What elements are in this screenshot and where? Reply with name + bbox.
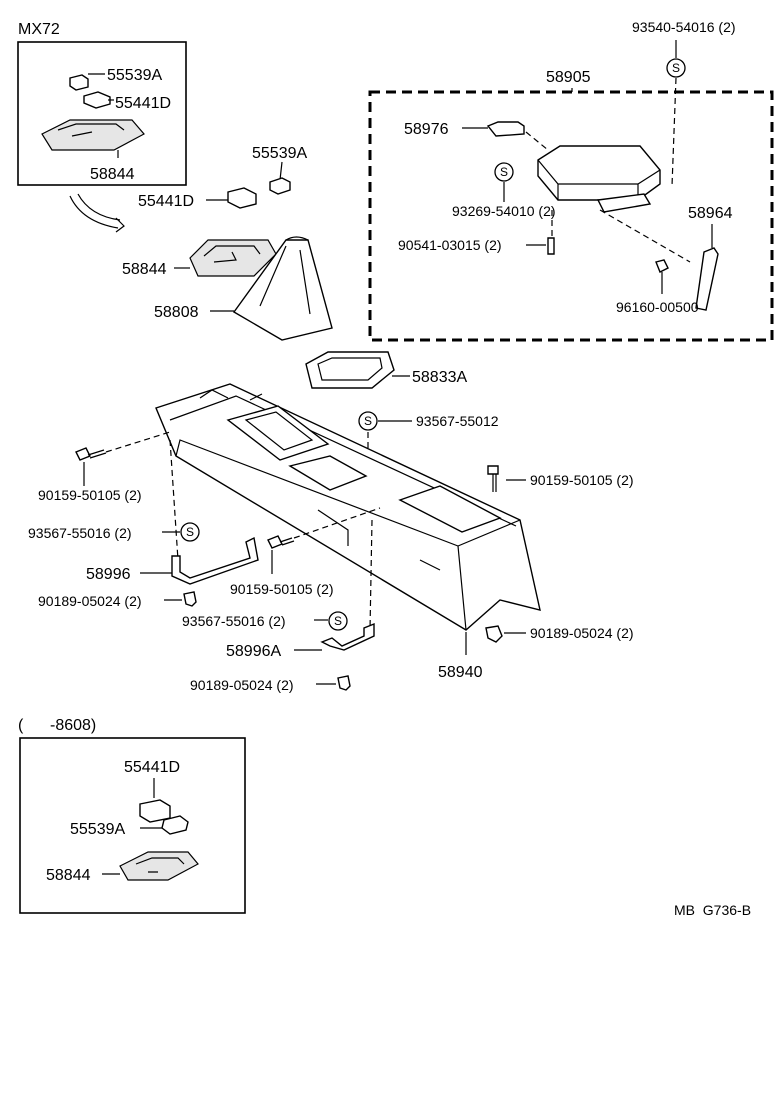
mx72-inset: MX72 55539A 55441D 58844 — [17, 21, 187, 186]
early-knob-part — [161, 815, 189, 835]
callout-58940: 58940 — [438, 664, 483, 681]
clip-90189-mid: 90189-05024 (2) — [190, 675, 351, 693]
early-callout-55539a: 55539A — [70, 821, 125, 838]
seal-icon — [666, 58, 686, 78]
bracket-58996-part — [171, 536, 259, 585]
console-body-58940 — [155, 383, 541, 631]
mx72-callout-55441d: 55441D — [115, 95, 171, 112]
callout-58808: 58808 — [154, 304, 199, 321]
console-tray-opening — [226, 405, 330, 461]
callout-90159-mid: 90159-50105 (2) — [230, 581, 334, 597]
mx72-base-part — [41, 119, 145, 151]
armrest-58905-frame — [368, 90, 774, 342]
callout-93567-55012: 93567-55012 — [416, 413, 499, 429]
clip-90189-left: 90189-05024 (2) — [38, 591, 197, 609]
mx72-cap-part — [83, 91, 111, 109]
mx72-callout-58844: 58844 — [90, 166, 135, 183]
callout-93567-55016-left: 93567-55016 (2) — [28, 525, 132, 541]
seal-icon — [328, 611, 348, 631]
callout-55539a: 55539A — [252, 145, 307, 162]
seal-symbol: S — [500, 165, 508, 179]
bracket-58996: 58996 — [86, 536, 259, 585]
drawing-code: MB G736-B — [674, 902, 751, 918]
console-rear-bin — [398, 485, 502, 533]
early-variant-label: ( -8608) — [18, 717, 96, 734]
clip-icon — [183, 591, 197, 607]
seal-icon — [358, 411, 378, 431]
screw-90159-mid: 90159-50105 (2) — [230, 507, 381, 597]
clip-icon — [337, 675, 351, 691]
early-inset: ( -8608) 55441D 55539A 58844 — [18, 717, 246, 914]
clip-icon — [485, 625, 503, 643]
callout-90189-left: 90189-05024 (2) — [38, 593, 142, 609]
mx72-base-detail — [57, 123, 125, 137]
mx72-callout-55539a: 55539A — [107, 67, 162, 84]
callout-90159-left: 90159-50105 (2) — [38, 487, 142, 503]
screw-head-icon — [75, 447, 91, 461]
bracket-58996a-part — [320, 622, 375, 651]
callout-96160-00500: 96160-00500 — [616, 299, 699, 315]
screw-head-icon — [267, 535, 283, 549]
callout-90189-mid: 90189-05024 (2) — [190, 677, 294, 693]
callout-90159-right: 90159-50105 (2) — [530, 472, 634, 488]
seal-icon — [494, 162, 514, 182]
seal-93567-55016-left: 93567-55016 (2) S — [28, 522, 200, 542]
early-base-part — [119, 851, 199, 881]
callout-58964: 58964 — [688, 205, 733, 222]
callout-90189-right: 90189-05024 (2) — [530, 625, 634, 641]
trim-58833a-part — [305, 351, 395, 389]
callout-58905: 58905 — [546, 69, 591, 86]
pin-90541-part — [547, 237, 555, 255]
callout-58996a: 58996A — [226, 643, 281, 660]
mx72-pointer-arrow — [69, 193, 125, 233]
shift-boot-58808-part — [232, 239, 333, 341]
seal-93567-55016-mid: 93567-55016 (2) S — [182, 611, 348, 631]
early-cap-part — [139, 799, 171, 823]
seal-symbol: S — [334, 614, 342, 628]
callout-58833a: 58833A — [412, 369, 467, 386]
callout-93540-54016: 93540-54016 (2) — [632, 19, 736, 35]
callout-93567-55016-mid: 93567-55016 (2) — [182, 613, 286, 629]
early-inset-frame — [19, 737, 246, 914]
hinge-58976-part — [486, 121, 525, 137]
callout-58976: 58976 — [404, 121, 449, 138]
callout-58996: 58996 — [86, 566, 131, 583]
screw-head-icon — [487, 465, 499, 475]
mx72-inset-frame — [17, 41, 187, 186]
armrest-58905-group: 93540-54016 (2) S 58905 58976 S 93269-54… — [368, 19, 774, 342]
screw-90159-left: 90159-50105 (2) — [38, 431, 171, 503]
seal-symbol: S — [364, 414, 372, 428]
early-callout-58844: 58844 — [46, 867, 91, 884]
early-callout-55441d: 55441D — [124, 759, 180, 776]
seal-symbol: S — [672, 61, 680, 75]
seal-icon — [180, 522, 200, 542]
mx72-variant-label: MX72 — [18, 21, 60, 38]
nut-96160-part — [655, 259, 669, 273]
cap-55441d-part — [227, 187, 257, 209]
shifter-parts-group: 55539A 55441D 58844 58808 — [122, 145, 333, 341]
bracket-58996a: 58996A — [226, 622, 375, 660]
callout-90541-03015: 90541-03015 (2) — [398, 237, 502, 253]
armrest-lid-part — [537, 145, 661, 201]
callout-93269-54010: 93269-54010 (2) — [452, 203, 556, 219]
link-58964-part — [695, 247, 719, 311]
callout-55441d: 55441D — [138, 193, 194, 210]
console-cupholder — [288, 455, 368, 491]
seal-93567-55012: S 93567-55012 — [358, 411, 499, 468]
mx72-knob-part — [69, 74, 89, 91]
armrest-latch-part — [596, 193, 652, 213]
screw-90159-right: 90159-50105 (2) — [487, 465, 634, 492]
callout-58844: 58844 — [122, 261, 167, 278]
knob-55539a-part — [269, 177, 291, 195]
clip-90189-right: 90189-05024 (2) — [485, 625, 634, 643]
trim-58833a-group: 58833A — [305, 351, 467, 389]
seal-symbol: S — [186, 525, 194, 539]
